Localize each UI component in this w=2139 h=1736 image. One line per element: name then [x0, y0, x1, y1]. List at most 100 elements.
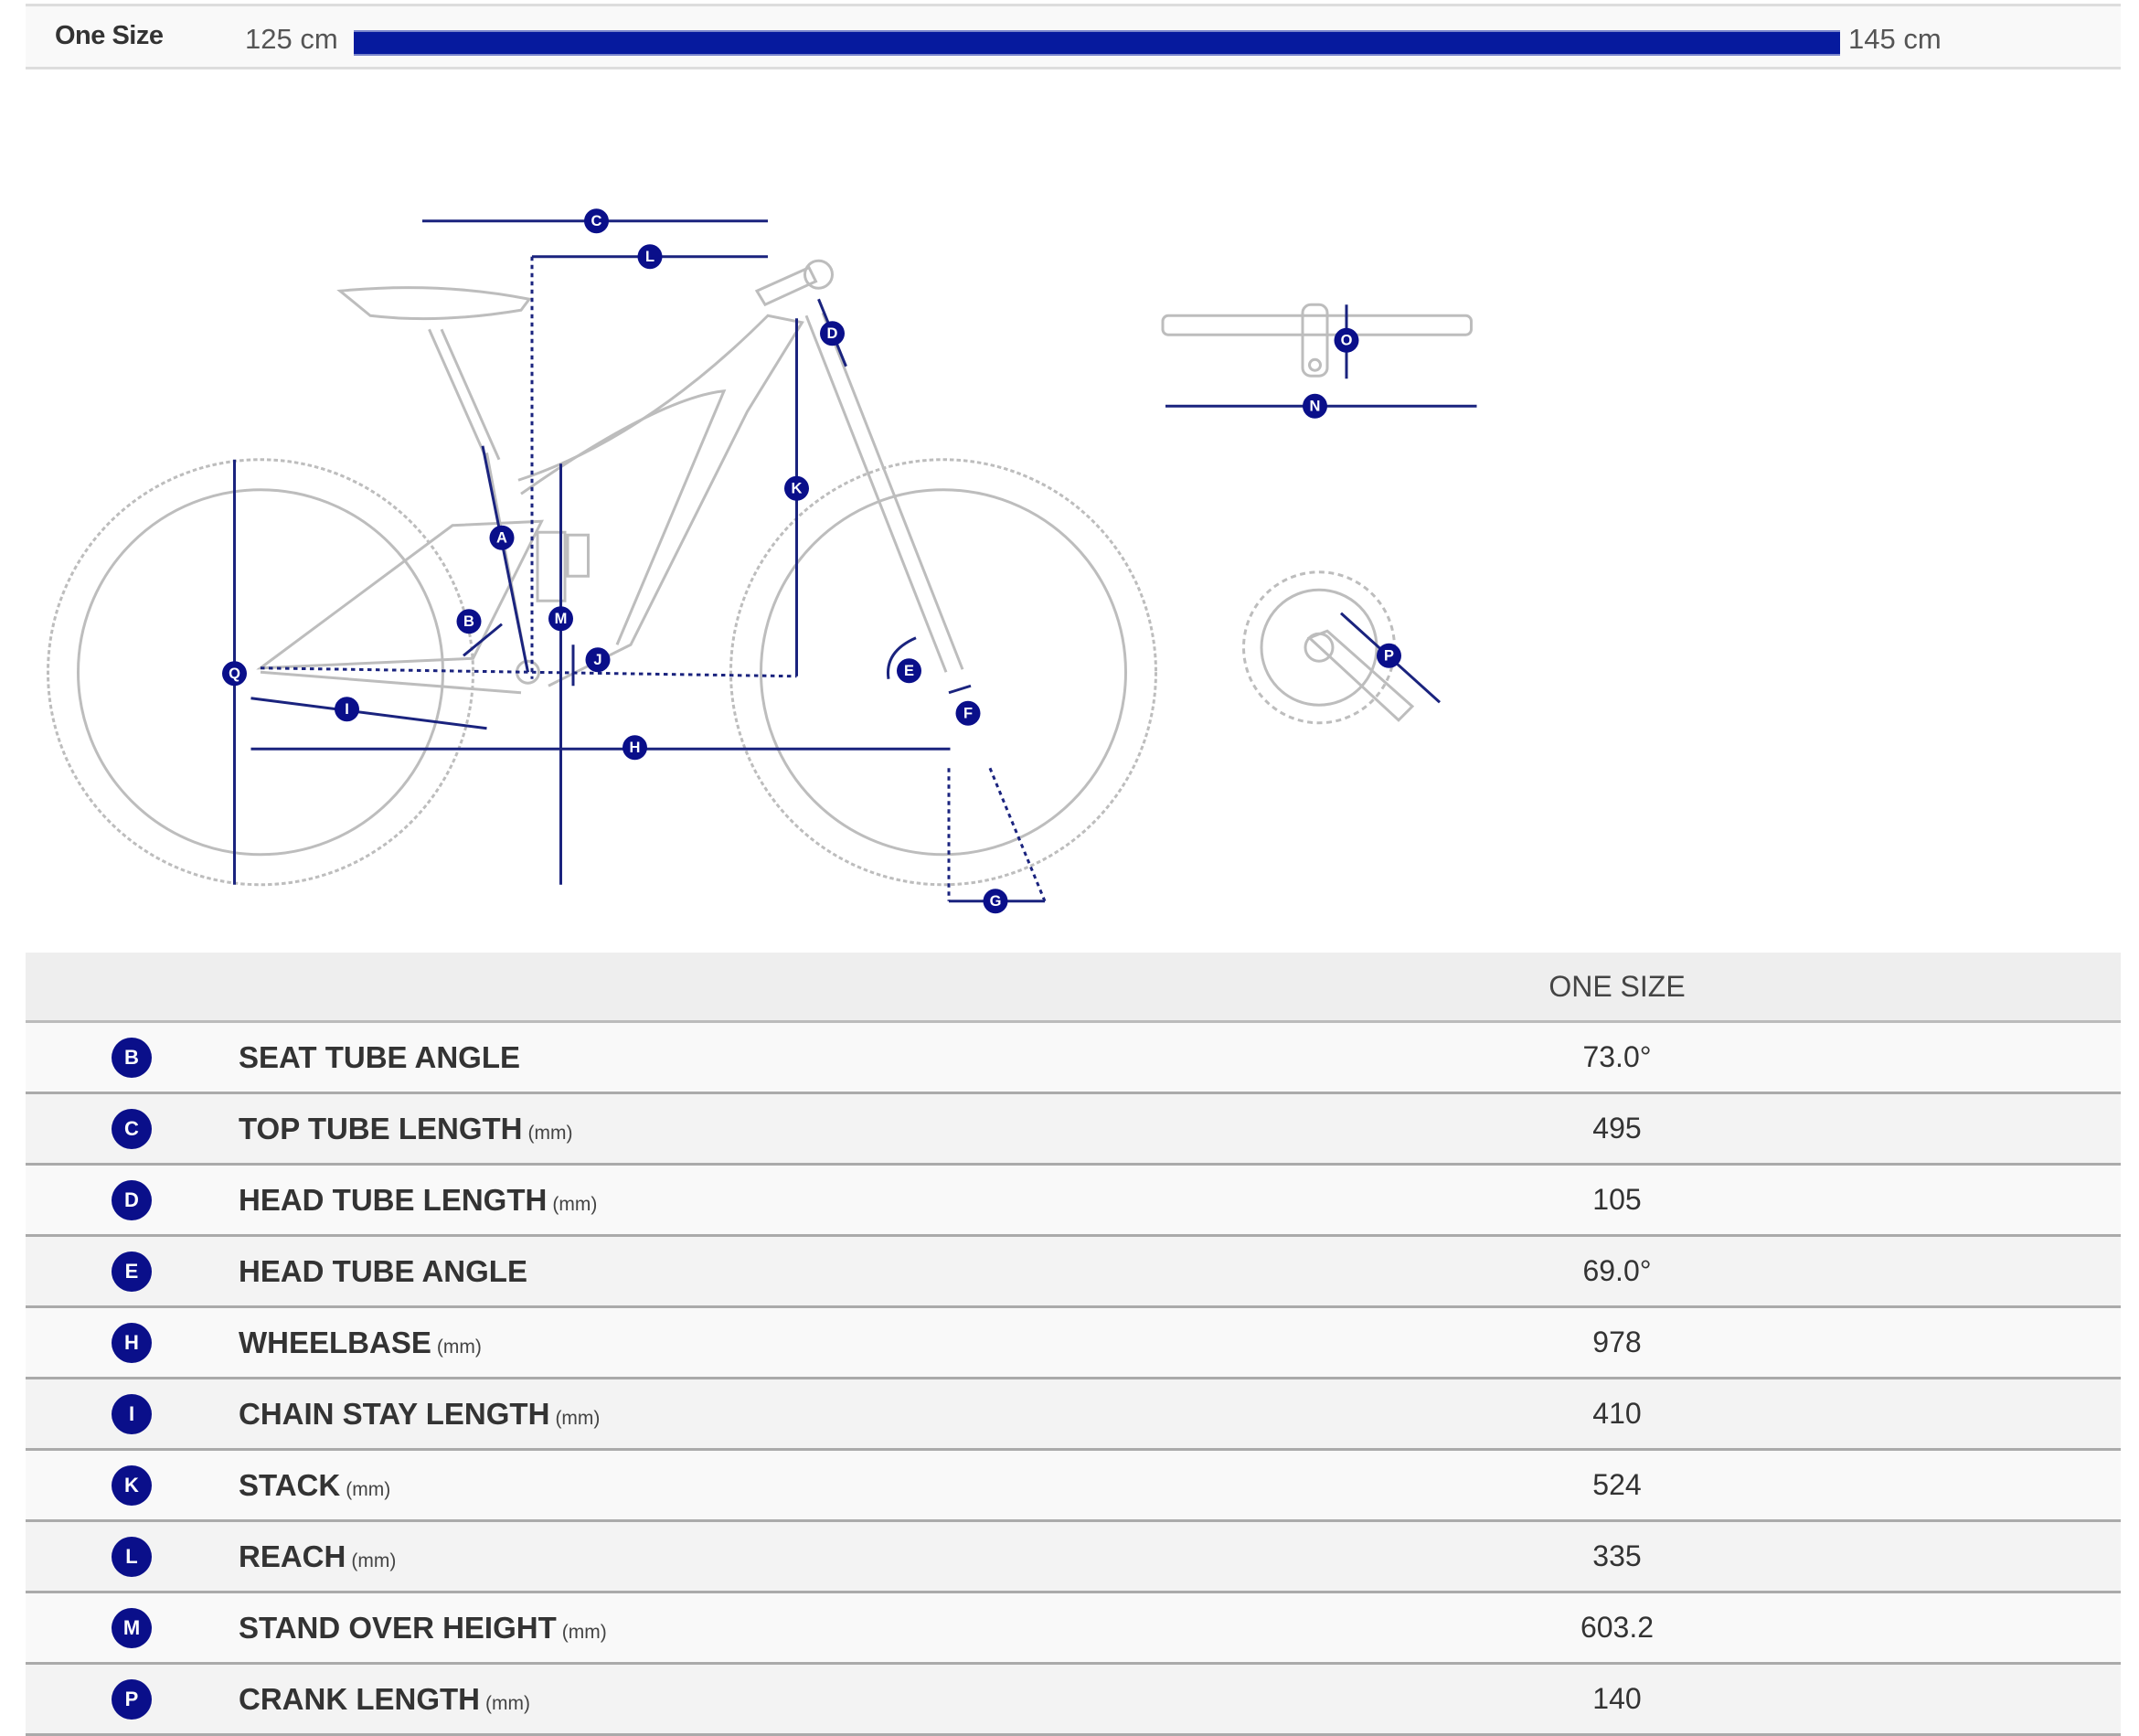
code-badge: M — [112, 1607, 152, 1648]
bike-outline — [47, 259, 1473, 887]
measurement-value: 524 — [1113, 1449, 2121, 1522]
code-badge: H — [112, 1322, 152, 1363]
code-cell: D — [26, 1164, 238, 1237]
code-cell: L — [26, 1520, 238, 1593]
marker-k: K — [784, 475, 809, 501]
code-cell: B — [26, 1021, 238, 1094]
code-cell: H — [26, 1306, 238, 1379]
marker-q-label: Q — [229, 666, 240, 682]
bike-geometry-diagram: A B C D E F G H I J K L M N O P Q — [47, 208, 1477, 914]
size-max-height: 145 cm — [1848, 23, 1942, 55]
marker-m-label: M — [555, 611, 568, 627]
measurement-value: 335 — [1113, 1520, 2121, 1593]
marker-g-label: G — [990, 893, 1002, 910]
code-badge: C — [112, 1108, 152, 1149]
code-badge: E — [112, 1251, 152, 1292]
code-cell: P — [26, 1663, 238, 1736]
marker-l: L — [637, 244, 663, 270]
size-range-fill — [354, 30, 1840, 56]
label-cell: HEAD TUBE LENGTH(mm) — [238, 1164, 1113, 1237]
measurement-unit: (mm) — [346, 1478, 391, 1500]
table-row: H WHEELBASE(mm)978 — [26, 1306, 2121, 1379]
code-cell: E — [26, 1235, 238, 1308]
marker-e: E — [897, 658, 921, 684]
size-range-bar: One Size 125 cm 145 cm — [26, 4, 2121, 69]
measurement-unit: (mm) — [351, 1550, 397, 1571]
marker-c: C — [584, 208, 609, 234]
label-cell: REACH(mm) — [238, 1520, 1113, 1593]
size-name: One Size — [55, 21, 164, 50]
code-badge: D — [112, 1179, 152, 1220]
measurement-value: 105 — [1113, 1164, 2121, 1237]
label-cell: SEAT TUBE ANGLE — [238, 1021, 1113, 1094]
measurement-label: STAND OVER HEIGHT — [239, 1610, 557, 1645]
size-min-height: 125 cm — [245, 23, 338, 55]
measurement-unit: (mm) — [561, 1621, 607, 1643]
measurement-label: REACH — [239, 1539, 346, 1573]
marker-p-label: P — [1384, 647, 1394, 664]
measurement-unit: (mm) — [555, 1407, 601, 1429]
header-code-cell — [26, 953, 238, 1023]
column-header-one-size: ONE SIZE — [1113, 953, 2121, 1023]
measurement-label: STACK — [239, 1467, 341, 1502]
marker-o-label: O — [1341, 332, 1353, 348]
code-badge: L — [112, 1536, 152, 1577]
measurement-unit: (mm) — [552, 1193, 598, 1215]
measurement-label: CRANK LENGTH — [239, 1681, 480, 1716]
marker-e-label: E — [904, 663, 914, 679]
measurement-label: WHEELBASE — [239, 1325, 431, 1359]
marker-l-label: L — [645, 249, 654, 265]
marker-h-label: H — [630, 740, 641, 756]
marker-j-label: J — [593, 652, 601, 668]
table-header: ONE SIZE — [26, 953, 2121, 1023]
code-badge: K — [112, 1464, 152, 1506]
label-cell: WHEELBASE(mm) — [238, 1306, 1113, 1379]
marker-g: G — [983, 889, 1008, 914]
marker-n: N — [1303, 393, 1327, 419]
marker-b-label: B — [463, 613, 474, 630]
measurement-value: 69.0° — [1113, 1235, 2121, 1308]
code-badge: I — [112, 1393, 152, 1434]
marker-f: F — [955, 700, 981, 726]
measurement-value: 978 — [1113, 1306, 2121, 1379]
code-cell: C — [26, 1092, 238, 1166]
label-cell: STACK(mm) — [238, 1449, 1113, 1522]
label-cell: CHAIN STAY LENGTH(mm) — [238, 1378, 1113, 1451]
table-row: P CRANK LENGTH(mm) 140 — [26, 1663, 2121, 1736]
code-cell: M — [26, 1592, 238, 1665]
label-cell: HEAD TUBE ANGLE — [238, 1235, 1113, 1308]
marker-b: B — [456, 609, 482, 634]
marker-o: O — [1334, 327, 1359, 353]
marker-d: D — [820, 321, 845, 346]
marker-i-label: I — [345, 701, 349, 718]
measurement-value: 73.0° — [1113, 1021, 2121, 1094]
measurement-value: 495 — [1113, 1092, 2121, 1166]
measurement-value: 410 — [1113, 1378, 2121, 1451]
measurement-label: HEAD TUBE LENGTH — [239, 1182, 548, 1217]
measurement-label: CHAIN STAY LENGTH — [239, 1396, 550, 1431]
dimension-lines — [233, 219, 1477, 903]
measurement-unit: (mm) — [527, 1122, 573, 1144]
marker-m: M — [548, 606, 573, 632]
measurement-label: SEAT TUBE ANGLE — [239, 1039, 521, 1074]
marker-a-label: A — [496, 529, 507, 546]
label-cell: STAND OVER HEIGHT(mm) — [238, 1592, 1113, 1665]
marker-h: H — [623, 735, 647, 761]
code-cell: K — [26, 1449, 238, 1522]
marker-k-label: K — [792, 480, 803, 496]
marker-n-label: N — [1310, 398, 1321, 414]
table-row: C TOP TUBE LENGTH(mm)495 — [26, 1092, 2121, 1166]
label-cell: TOP TUBE LENGTH(mm) — [238, 1092, 1113, 1166]
measurement-value: 140 — [1113, 1663, 2121, 1736]
code-badge: P — [112, 1678, 152, 1720]
marker-a: A — [489, 525, 515, 550]
measurement-unit: (mm) — [484, 1692, 530, 1714]
marker-i: I — [335, 697, 359, 722]
code-cell: I — [26, 1378, 238, 1451]
